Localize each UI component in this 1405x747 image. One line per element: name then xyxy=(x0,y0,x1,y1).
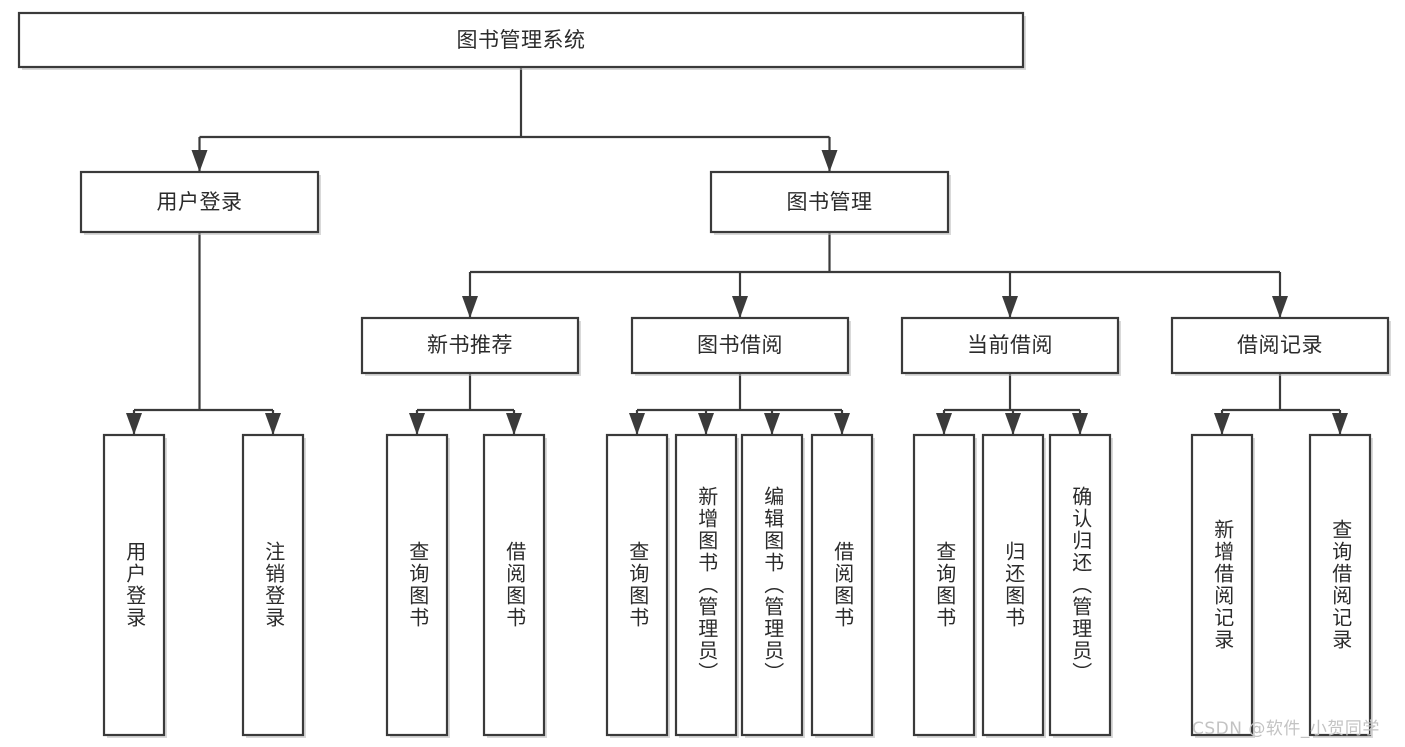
arrow-head-icon xyxy=(1072,413,1088,435)
arrow-head-icon xyxy=(265,413,281,435)
node-leaf-query-record[interactable] xyxy=(1308,433,1372,737)
node-new-book-rec[interactable] xyxy=(360,316,580,375)
arrow-head-icon xyxy=(698,413,714,435)
arrow-head-icon xyxy=(936,413,952,435)
node-leaf-user-login[interactable] xyxy=(102,433,166,737)
arrow-head-icon xyxy=(126,413,142,435)
arrow-head-icon xyxy=(1002,296,1018,318)
node-leaf-query-book-2[interactable] xyxy=(605,433,669,737)
arrow-head-icon xyxy=(1214,413,1230,435)
node-leaf-query-book-3[interactable] xyxy=(912,433,976,737)
arrow-head-icon xyxy=(462,296,478,318)
watermark-text: CSDN @软件_小贺同学 xyxy=(1192,719,1380,739)
node-current-borrow[interactable] xyxy=(900,316,1120,375)
arrow-head-icon xyxy=(1272,296,1288,318)
boxes-layer xyxy=(17,11,1391,738)
arrow-head-icon xyxy=(506,413,522,435)
node-leaf-add-book[interactable] xyxy=(674,433,738,737)
arrow-head-icon xyxy=(821,150,838,172)
arrow-head-icon xyxy=(191,150,208,172)
node-root[interactable] xyxy=(17,11,1025,69)
arrow-head-icon xyxy=(764,413,780,435)
node-leaf-borrow-book-2[interactable] xyxy=(810,433,874,737)
arrow-head-icon xyxy=(629,413,645,435)
node-leaf-borrow-book-1[interactable] xyxy=(482,433,546,737)
node-leaf-edit-book[interactable] xyxy=(740,433,804,737)
node-leaf-confirm-return[interactable] xyxy=(1048,433,1112,737)
arrow-head-icon xyxy=(1332,413,1348,435)
node-leaf-query-book-1[interactable] xyxy=(385,433,449,737)
arrow-head-icon xyxy=(409,413,425,435)
node-user-login[interactable] xyxy=(79,170,320,234)
arrow-head-icon xyxy=(1005,413,1021,435)
node-leaf-user-logout[interactable] xyxy=(241,433,305,737)
arrow-head-icon xyxy=(834,413,850,435)
node-book-manage[interactable] xyxy=(709,170,950,234)
node-leaf-return-book[interactable] xyxy=(981,433,1045,737)
node-leaf-add-record[interactable] xyxy=(1190,433,1254,737)
node-book-borrow[interactable] xyxy=(630,316,850,375)
node-borrow-record[interactable] xyxy=(1170,316,1390,375)
arrow-head-icon xyxy=(732,296,748,318)
connectors-layer xyxy=(126,67,1348,435)
